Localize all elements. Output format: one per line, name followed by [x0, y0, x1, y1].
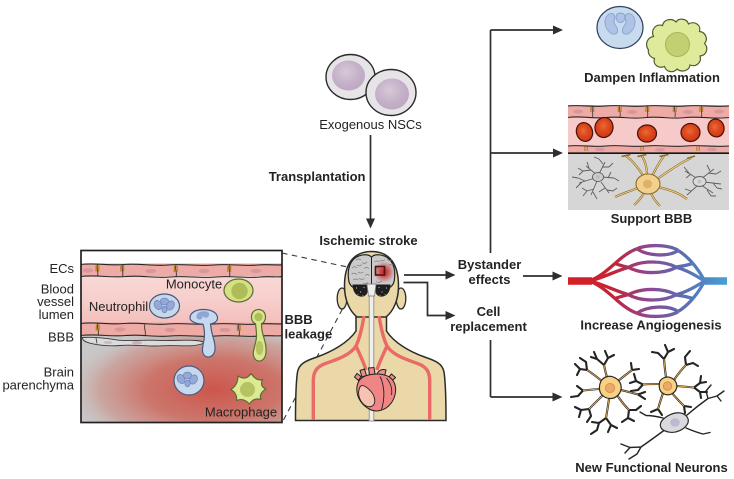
svg-text:ECs: ECs: [49, 261, 74, 276]
svg-text:effects: effects: [469, 272, 511, 287]
svg-text:Blood: Blood: [41, 282, 74, 297]
svg-text:vessel: vessel: [37, 294, 74, 309]
svg-text:Neutrophil: Neutrophil: [89, 299, 148, 314]
svg-text:New Functional Neurons: New Functional Neurons: [575, 460, 727, 475]
svg-text:Transplantation: Transplantation: [269, 169, 366, 184]
svg-text:Brain: Brain: [44, 365, 74, 380]
svg-text:parenchyma: parenchyma: [2, 378, 74, 393]
svg-text:Support BBB: Support BBB: [611, 211, 693, 226]
svg-text:Cell: Cell: [477, 304, 501, 319]
svg-text:Macrophage: Macrophage: [205, 405, 277, 420]
svg-text:Exogenous NSCs: Exogenous NSCs: [319, 117, 422, 132]
svg-text:BBB: BBB: [285, 312, 313, 327]
svg-text:Ischemic stroke: Ischemic stroke: [319, 233, 417, 248]
svg-text:lumen: lumen: [39, 307, 74, 322]
svg-text:Increase Angiogenesis: Increase Angiogenesis: [580, 318, 721, 333]
svg-text:Monocyte: Monocyte: [166, 277, 222, 292]
svg-text:Dampen Inflammation: Dampen Inflammation: [584, 70, 720, 85]
svg-text:leakage: leakage: [285, 327, 333, 342]
svg-text:replacement: replacement: [450, 319, 527, 334]
svg-text:Bystander: Bystander: [458, 257, 522, 272]
svg-text:BBB: BBB: [48, 330, 74, 345]
